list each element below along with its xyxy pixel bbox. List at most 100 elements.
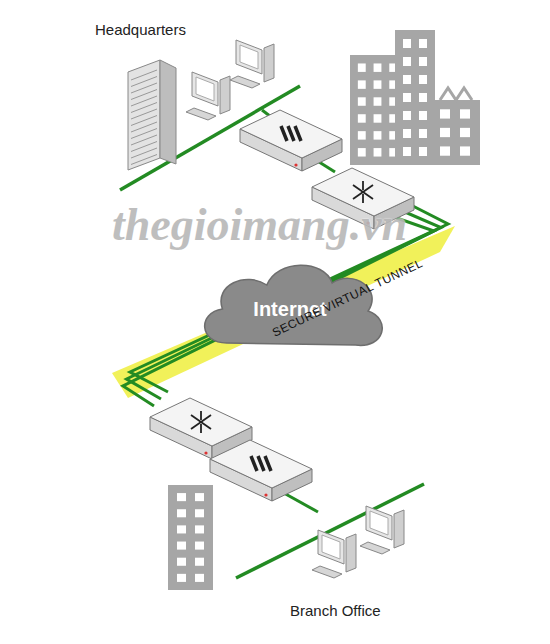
router-arrow	[200, 411, 202, 420]
window	[374, 131, 382, 139]
screen	[196, 77, 214, 101]
firewall-device	[240, 110, 342, 171]
device-top	[240, 110, 342, 158]
status-led	[204, 451, 207, 454]
hq-annex	[430, 100, 480, 165]
rack-front	[128, 60, 160, 170]
window	[195, 493, 204, 501]
window	[177, 542, 186, 550]
monitor	[236, 40, 262, 74]
monitor	[192, 72, 218, 106]
window	[374, 114, 382, 122]
firewall-bar	[295, 126, 301, 141]
window	[177, 574, 186, 582]
window	[177, 525, 186, 533]
window	[177, 509, 186, 517]
window	[403, 75, 411, 84]
window	[419, 111, 427, 120]
window	[403, 93, 411, 102]
watermark: thegioimang.vn	[112, 198, 407, 251]
screen	[370, 511, 388, 535]
window	[460, 128, 470, 137]
firewall-device	[210, 440, 312, 501]
window	[195, 542, 204, 550]
cloud-outline	[205, 265, 383, 345]
window	[374, 148, 382, 156]
window	[460, 109, 470, 118]
window	[403, 39, 411, 48]
window	[358, 131, 366, 139]
window	[358, 114, 366, 122]
tower	[220, 76, 230, 114]
device-top	[210, 440, 312, 488]
screen	[322, 535, 340, 559]
server-rack	[128, 60, 176, 170]
window	[419, 75, 427, 84]
keyboard	[312, 566, 342, 578]
window	[374, 80, 382, 88]
rack-side	[160, 60, 176, 164]
keyboard	[360, 542, 390, 554]
computer-icon	[360, 506, 404, 554]
firewall-bar	[265, 456, 271, 471]
window	[358, 63, 366, 71]
window	[358, 80, 366, 88]
tower	[394, 510, 404, 548]
window	[419, 129, 427, 138]
window	[358, 97, 366, 105]
window	[195, 509, 204, 517]
window	[177, 558, 186, 566]
monitor	[366, 506, 392, 540]
building-wall	[430, 100, 480, 165]
firewall-bar	[258, 456, 264, 471]
window	[419, 93, 427, 102]
computer-icon	[186, 72, 230, 120]
window	[195, 574, 204, 582]
tower	[264, 44, 274, 82]
window	[195, 525, 204, 533]
window	[195, 558, 204, 566]
building-wall	[168, 485, 213, 590]
window	[374, 97, 382, 105]
window	[440, 109, 450, 118]
building-wall	[395, 30, 435, 165]
status-led	[294, 163, 297, 166]
tunnel-band	[112, 226, 455, 398]
computer-icon	[230, 40, 274, 88]
screen	[240, 45, 258, 69]
monitor	[318, 530, 344, 564]
branch-building	[168, 485, 213, 590]
window	[358, 148, 366, 156]
window	[403, 129, 411, 138]
router-arrow	[200, 424, 202, 433]
window	[460, 146, 470, 155]
tower	[346, 534, 356, 572]
window	[374, 63, 382, 71]
rack-slot	[131, 155, 157, 165]
window	[403, 147, 411, 156]
firewall-bar	[251, 456, 257, 471]
router-arrow	[362, 181, 364, 190]
window	[177, 493, 186, 501]
keyboard	[230, 76, 260, 88]
lan-wire	[236, 484, 424, 578]
internet-cloud: Internet	[195, 255, 385, 355]
hq-tower	[395, 30, 435, 165]
window	[419, 147, 427, 156]
window	[440, 128, 450, 137]
site-label: Headquarters	[95, 21, 186, 38]
window	[440, 146, 450, 155]
firewall-bar	[288, 126, 294, 141]
device-top	[150, 398, 252, 446]
status-led	[264, 493, 267, 496]
computer-icon	[312, 530, 356, 578]
window	[403, 111, 411, 120]
lan-wire	[282, 492, 318, 512]
window	[419, 39, 427, 48]
keyboard	[186, 108, 216, 120]
window	[419, 57, 427, 66]
window	[403, 57, 411, 66]
roof-antenna	[440, 88, 472, 100]
firewall-bar	[281, 126, 287, 141]
